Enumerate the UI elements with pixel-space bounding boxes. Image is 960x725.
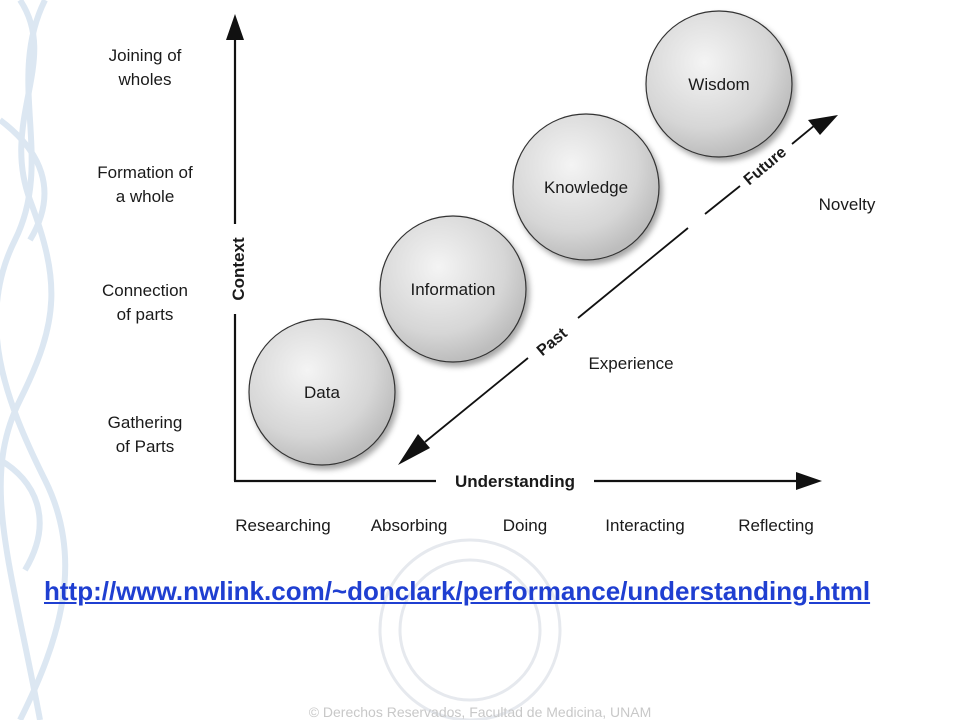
y-level-label: wholes <box>118 70 172 89</box>
node-knowledge-sphere <box>512 113 660 261</box>
y-level-label: of Parts <box>116 437 175 456</box>
node-knowledge: Knowledge <box>512 113 660 261</box>
x-level-label: Doing <box>503 516 547 535</box>
node-information: Information <box>379 215 527 363</box>
node-information-sphere <box>379 215 527 363</box>
y-level-label: of parts <box>117 305 174 324</box>
copyright-footer: © Derechos Reservados, Facultad de Medic… <box>308 704 652 720</box>
x-axis-levels: Researching Absorbing Doing Interacting … <box>235 516 814 535</box>
node-wisdom: Wisdom <box>645 10 793 158</box>
node-wisdom-label: Wisdom <box>688 75 749 94</box>
y-axis-title: Context <box>229 237 248 301</box>
node-data: Data <box>248 318 396 466</box>
node-wisdom-sphere <box>645 10 793 158</box>
y-level-label: Formation of <box>97 163 193 182</box>
x-level-label: Researching <box>235 516 330 535</box>
x-level-label: Absorbing <box>371 516 448 535</box>
experience-label: Experience <box>588 354 673 373</box>
novelty-label: Novelty <box>819 195 876 214</box>
y-level-label: Connection <box>102 281 188 300</box>
time-arrow-head-past <box>398 434 430 465</box>
source-link[interactable]: http://www.nwlink.com/~donclark/performa… <box>44 576 871 606</box>
y-level-label: Gathering <box>108 413 183 432</box>
time-arrow-head-future <box>808 115 838 135</box>
x-level-label: Reflecting <box>738 516 814 535</box>
y-axis-levels: Joining of wholes Formation of a whole C… <box>97 46 193 456</box>
y-level-label: a whole <box>116 187 175 206</box>
x-level-label: Interacting <box>605 516 684 535</box>
y-axis-arrowhead <box>226 14 244 40</box>
node-data-label: Data <box>304 383 340 402</box>
y-level-label: Joining of <box>109 46 182 65</box>
node-information-label: Information <box>410 280 495 299</box>
decorative-swirls <box>0 0 69 722</box>
node-knowledge-label: Knowledge <box>544 178 628 197</box>
x-axis-title: Understanding <box>455 472 575 491</box>
node-data-sphere <box>248 318 396 466</box>
x-axis-arrowhead <box>796 472 822 490</box>
past-label: Past <box>534 325 571 360</box>
watermark-seal <box>378 538 562 722</box>
